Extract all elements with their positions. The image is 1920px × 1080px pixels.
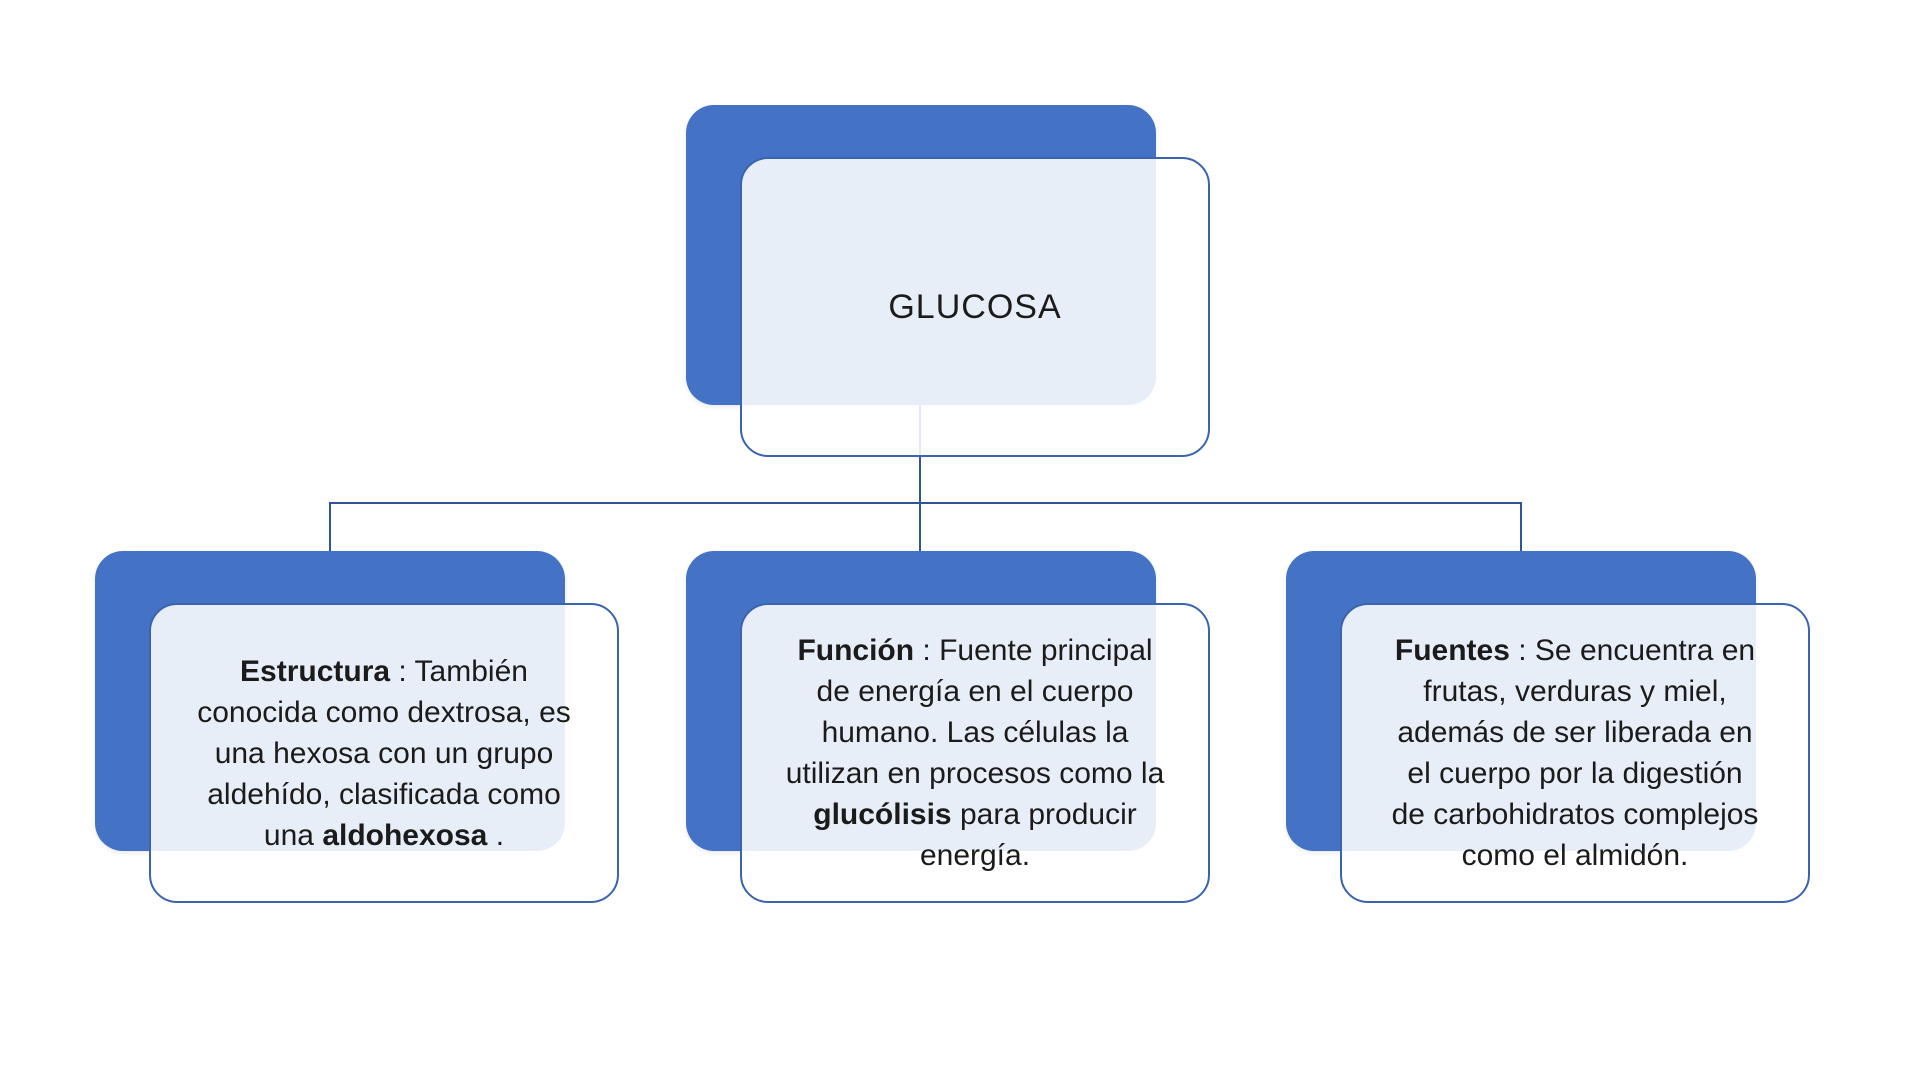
node-glucosa-front-panel: GLUCOSA	[740, 157, 1210, 457]
connector-drop-mid	[919, 502, 921, 551]
connector-drop-right	[1520, 502, 1522, 551]
node-glucosa: GLUCOSA	[686, 105, 1210, 457]
connector-horizontal	[329, 502, 1522, 504]
root-node-label: GLUCOSA	[888, 287, 1062, 326]
connector-drop-left	[329, 502, 331, 551]
